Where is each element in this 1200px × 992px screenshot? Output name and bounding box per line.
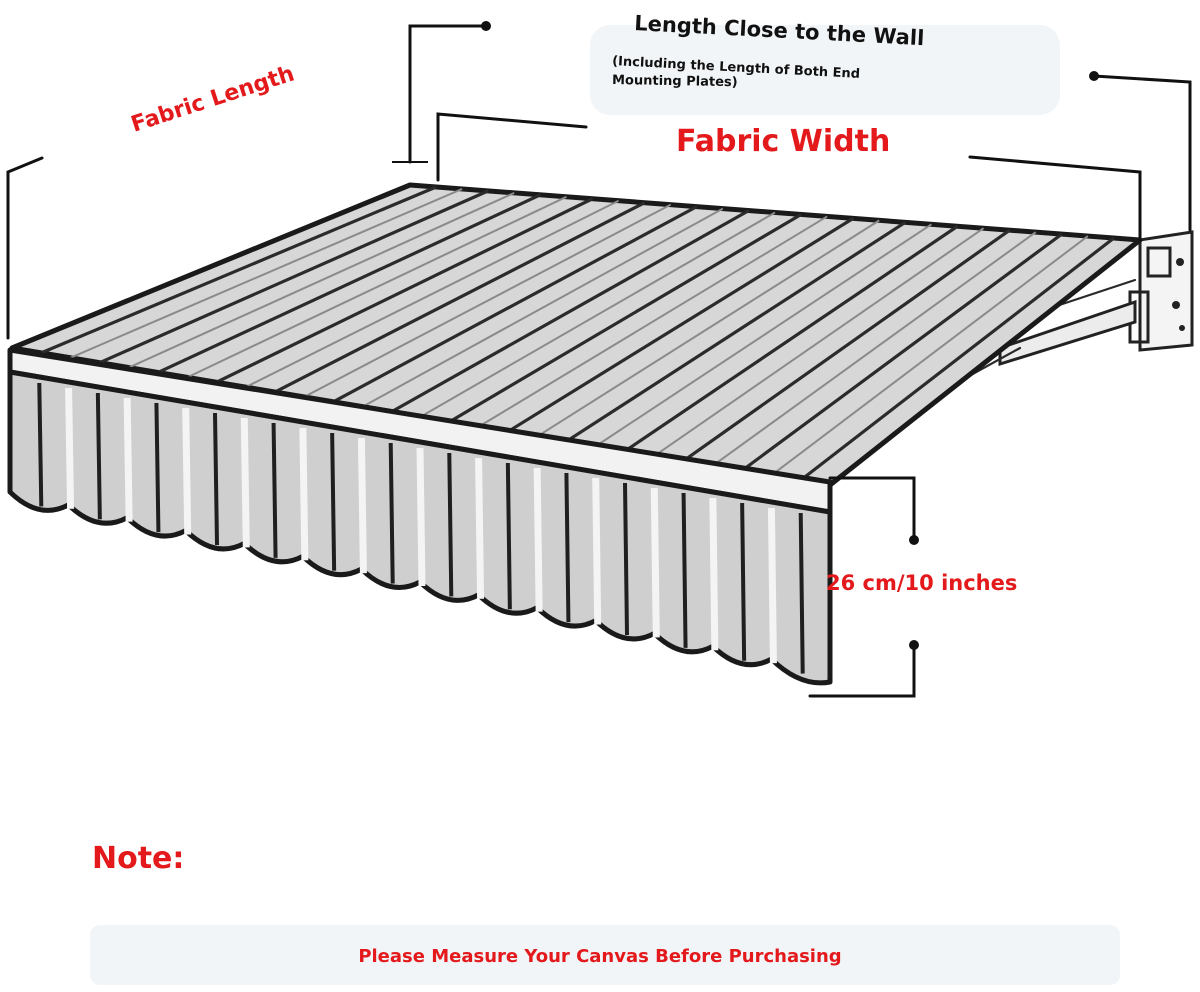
wall-mount-bracket [1128, 230, 1194, 352]
valance-stripe [65, 387, 75, 509]
canopy-stripe [741, 232, 1063, 472]
fabric-length-label: Fabric Length [128, 61, 297, 137]
canopy-stripe [683, 228, 1011, 462]
canopy-stripe [215, 197, 594, 384]
dimension-dot-top-left [481, 21, 491, 31]
fabric-length-dimension [6, 156, 44, 340]
canopy-stripe [98, 189, 489, 365]
canopy-stripe [624, 224, 959, 453]
canopy-stripe [303, 203, 672, 398]
valance-stripe [330, 432, 337, 571]
valance-stripe [505, 462, 512, 610]
canopy-stripe [712, 231, 1037, 467]
canopy-stripes [40, 185, 1115, 482]
valance-stripe [592, 477, 602, 625]
canopy-stripe [40, 185, 437, 355]
dimension-lines [6, 21, 1192, 698]
canopy-stripe [420, 211, 776, 418]
valance-stripe [564, 472, 571, 623]
fabric-width-dimension-right [968, 155, 1142, 242]
valance-stripe [95, 392, 102, 520]
awning-drawing [7, 182, 1194, 686]
valance-stripe [271, 422, 278, 558]
canopy-stripe [537, 219, 880, 437]
fabric-width-label: Fabric Width [676, 124, 890, 159]
canopy-stripe [478, 215, 828, 428]
valance-stripe [767, 507, 777, 664]
valance-stripe [740, 502, 747, 661]
canopy-stripe [245, 199, 620, 389]
wall-length-dimension-right [1092, 74, 1192, 232]
valance-stripe [299, 427, 309, 561]
canopy-stripe [566, 220, 907, 443]
valance-stripe [623, 482, 629, 636]
valance-stripe [123, 397, 133, 522]
valance-stripe [798, 512, 805, 674]
valance-stripe [475, 457, 485, 599]
dimension-dot-valance-bottom [909, 640, 919, 650]
canopy-stripe [70, 188, 463, 359]
canopy-stripe [799, 236, 1115, 482]
valance-stripe [416, 447, 426, 587]
valance-stripe [240, 417, 250, 548]
canopy-stripe [770, 235, 1089, 477]
canopy-stripe [128, 191, 515, 369]
background-haze-top [590, 25, 1060, 115]
fabric-width-dimension-left [436, 112, 588, 182]
valance-stripe [182, 407, 192, 535]
valance-stripes [37, 382, 805, 674]
valance-stripe [533, 467, 543, 612]
background-haze-bottom [90, 925, 1120, 985]
valance-height-dimension-top [828, 476, 916, 542]
valance-stripe [709, 497, 719, 651]
canopy-stripe [391, 209, 750, 414]
valance-stripe [154, 402, 161, 533]
valance-stripe [388, 442, 395, 584]
canopy-stripe [332, 205, 698, 404]
canopy-stripe [449, 213, 802, 423]
valance-stripe [447, 452, 454, 597]
valance-height-dimension-bottom [808, 643, 916, 698]
dimension-dot-top-right [1089, 71, 1099, 81]
valance-stripe [681, 492, 688, 648]
canopy-stripe [186, 195, 567, 379]
valance-height-label: 26 cm/10 inches [826, 571, 1017, 595]
valance-stripe [213, 412, 219, 546]
dimension-dot-valance-top [909, 535, 919, 545]
canopy-stripe [507, 217, 855, 433]
canopy-stripe [274, 201, 646, 394]
wall-length-dimension-left [408, 24, 488, 164]
valance-stripe [357, 437, 367, 574]
canopy-stripe [654, 227, 985, 457]
valance-stripe [37, 382, 44, 507]
canopy-stripe [157, 193, 542, 374]
canopy-stripe [595, 223, 932, 447]
note-heading: Note: [92, 841, 184, 876]
valance-stripe [650, 487, 660, 638]
wall-length-note-line2: Mounting Plates) [612, 73, 738, 90]
canopy-stripe [362, 207, 724, 408]
measure-instruction: Please Measure Your Canvas Before Purcha… [358, 946, 841, 967]
